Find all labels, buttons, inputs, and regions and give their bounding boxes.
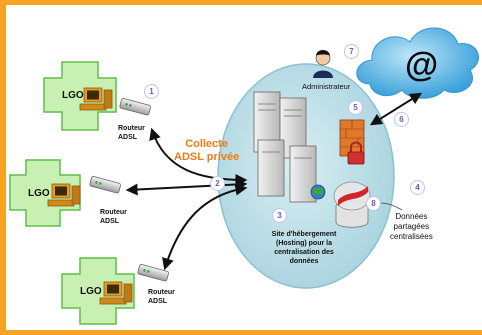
badge-2: 2: [210, 176, 225, 191]
router2-label: Routeur ADSL: [100, 208, 127, 226]
router1-label-line1: Routeur: [118, 125, 145, 132]
frame-bottom: [0, 330, 482, 335]
site3-name: LGO: [80, 286, 102, 297]
badge-3: 3: [272, 208, 287, 223]
administrator-icon: [313, 50, 333, 78]
collecte-line1: Collecte: [185, 138, 228, 150]
collecte-line2: ADSL privée: [174, 151, 240, 163]
badge-7: 7: [344, 44, 359, 59]
badge-6: 6: [394, 112, 409, 127]
site-cross-1: [43, 61, 117, 131]
router2-label-line2: ADSL: [100, 218, 120, 225]
hosting-line3: centralisation des: [274, 249, 334, 256]
frame-top: [0, 0, 482, 5]
router-icon: [119, 98, 151, 116]
router-icon: [89, 176, 121, 194]
router3-label: Routeur ADSL: [148, 288, 175, 306]
internet-at-symbol: @: [405, 46, 439, 84]
donnees-line2: partagées: [393, 222, 430, 231]
computer-icon: [79, 87, 113, 111]
hosting-label: Site d'hébergement (Hosting) pour la cen…: [262, 230, 346, 266]
badge-8: 8: [366, 196, 381, 211]
globe-icon: [310, 184, 326, 200]
arrow-site3: [162, 183, 248, 271]
router3-label-line2: ADSL: [148, 298, 168, 305]
hosting-line2: (Hosting) pour la: [276, 240, 332, 247]
padlock-icon: [347, 141, 365, 165]
database-icon: [333, 181, 371, 228]
site-cross-2: [9, 159, 81, 227]
arrow-internet: [369, 92, 423, 126]
donnees-label: Données partagées centralisées: [390, 212, 433, 242]
computer-icon: [47, 183, 81, 207]
router-icon: [137, 264, 169, 282]
donnees-line3: centralisées: [390, 232, 433, 241]
administrateur-label: Administrateur: [302, 82, 351, 91]
router1-label: Routeur ADSL: [118, 124, 145, 142]
collecte-label: Collecte ADSL privée: [174, 138, 239, 164]
router2-label-line1: Routeur: [100, 209, 127, 216]
hosting-line4: données: [289, 258, 319, 265]
site2-name: LGO: [28, 188, 50, 199]
site1-name: LGO: [62, 90, 84, 101]
badge-1: 1: [144, 84, 159, 99]
site-cross-3: [61, 257, 135, 325]
computer-icon: [99, 281, 133, 305]
frame-left: [0, 0, 6, 335]
badge-4: 4: [410, 180, 425, 195]
donnees-line1: Données: [395, 212, 428, 221]
hosting-line1: Site d'hébergement: [271, 231, 337, 238]
router3-label-line1: Routeur: [148, 289, 175, 296]
badge-5: 5: [348, 100, 363, 115]
server-icon: [253, 91, 317, 203]
router1-label-line2: ADSL: [118, 134, 138, 141]
